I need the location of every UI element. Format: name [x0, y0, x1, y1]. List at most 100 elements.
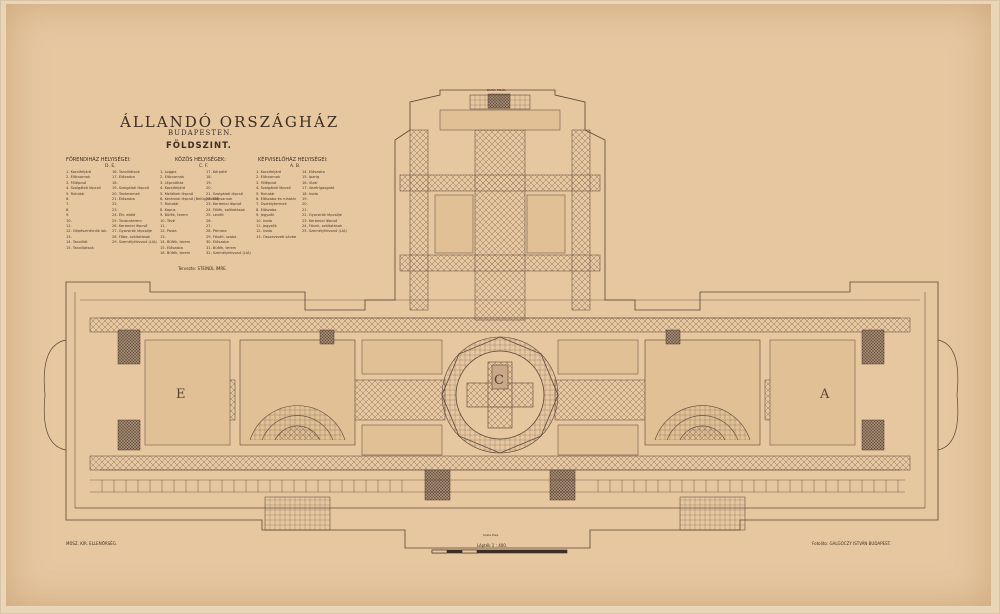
- legend-entry: 15. Iparig: [302, 175, 320, 180]
- legend-entry: 22. Gyorsirók lépcsője: [302, 213, 342, 218]
- legend-entry: 2. Előcsarnok: [160, 175, 185, 180]
- legend-entry: 11.: [66, 224, 73, 229]
- legend-entry: 20.: [302, 202, 309, 207]
- legend-entry: 4. Szolgálati lépcső: [256, 186, 291, 191]
- legend-entry: 27. Gyorsirók lépcsője: [112, 229, 152, 234]
- legend-entry: 1. Loggia: [160, 170, 177, 174]
- legend-entry: 20.: [206, 186, 213, 191]
- legend-entry: 12. Posta: [160, 229, 177, 234]
- legend-entry: 24. Fövek, szóltatások: [302, 224, 343, 229]
- legend-entry: 15. Előszoba: [160, 245, 183, 250]
- legend-entry: 4. Kocsifeljáró: [160, 186, 186, 191]
- legend-entry: 29. Fővált. szoba: [206, 234, 237, 239]
- plan-title: ÁLLANDÓ ORSZÁGHÁZ: [120, 113, 340, 131]
- legend-entry: 22.: [112, 202, 119, 207]
- wing-letter-a: A: [819, 387, 830, 402]
- legend-entry: 13. Osszevezeti sávbe: [256, 234, 297, 239]
- floor-label: FÖLDSZINT.: [166, 141, 232, 151]
- legend-entry: 15. Tanvillátsok: [66, 245, 94, 250]
- legend-entry: 27.: [206, 224, 213, 229]
- scale-top-label: Scale tiles: [483, 533, 499, 537]
- legend-entry: 14. Büfék, terem: [160, 240, 191, 245]
- legend-entry: 16. Büfék, terem: [160, 251, 191, 256]
- legend-entry: 21. Előszoba: [112, 197, 135, 202]
- legend-entry: 5. Mellékek lépcső: [160, 191, 194, 196]
- legend-upper-house-sub: D. E.: [105, 164, 116, 169]
- legend-entry: 14. Előszoba: [302, 170, 325, 174]
- legend-entry: 32. Személyfelvonó (LIA): [206, 251, 251, 256]
- legend-entry: 30. Előszoba: [206, 240, 229, 245]
- legend-entry: 2. Előcsarnok: [66, 175, 91, 180]
- bottom-right-caption: Fotolito: GALGÓCZY ISTVÁN BUDAPEST.: [812, 541, 891, 546]
- legend-entry: 24. Étt. ebéd: [112, 213, 136, 218]
- legend-entry: 3. Főlépcső: [256, 180, 277, 185]
- legend-entry: 8.: [66, 207, 71, 212]
- legend-entry: 19. Szolgálati lépcső: [112, 186, 149, 191]
- legend-entry: 28. Párnára: [206, 229, 227, 234]
- legend-entry: 23. Kerámiai lépcső: [206, 202, 242, 207]
- scale-bar: [431, 549, 568, 554]
- scale-label: Lépték 1 : 400.: [477, 543, 508, 548]
- legend-entry: 9. Büfék, terem: [160, 213, 188, 218]
- legend-entry: 26.: [206, 218, 213, 223]
- legend-entry: 5. Ruhatár: [256, 191, 275, 196]
- legend-entry: 8. Előszoba: [256, 207, 277, 212]
- legend-common-sub: C. F.: [199, 164, 209, 169]
- legend-entry: 9.: [66, 213, 71, 218]
- legend-entry: 1. Kocsifeljáró: [256, 170, 282, 174]
- legend-entry: 16. Tanvillátsok: [112, 170, 140, 174]
- legend-entry: 28. Főbe, szóltatások: [112, 234, 151, 239]
- legend-entry: 18. Iroda: [302, 191, 318, 196]
- wing-letter-c: C: [494, 373, 504, 388]
- legend-entry: 9. Jegyzők: [256, 213, 275, 218]
- legend-entry: 19.: [206, 180, 213, 185]
- legend-entry: 4. Szolgálati lépcső: [66, 186, 101, 191]
- legend-entry: 18.: [206, 175, 213, 180]
- legend-entry: 13.: [66, 234, 73, 239]
- legend-entry: 10.: [66, 218, 73, 223]
- legend-entry: 31. Büfék, terem: [206, 245, 237, 250]
- legend-entry: 3. Főlépcső: [66, 180, 87, 185]
- legend-entry: 8. Kapus: [160, 207, 176, 212]
- legend-entry: 23. Kerámiai lépcső: [302, 218, 338, 223]
- legend-entry: 21. Szolgálati lépcső: [206, 191, 243, 196]
- legend-entry: 11. Jegyzők: [256, 224, 277, 229]
- legend-entry: 19.: [302, 197, 309, 202]
- legend-entry: 12. Iroda: [256, 229, 272, 234]
- legend-entry: 14. Tanvillát: [66, 240, 88, 245]
- legend-entry: 5. Ruhatár: [66, 191, 85, 196]
- legend-entry: 20. Tanteremek: [112, 191, 140, 196]
- legend-common-header: KÖZÖS HELYISÉGEK:: [175, 157, 226, 163]
- legend-lower-house-sub: A. B.: [290, 164, 301, 169]
- legend-entry: 26. Kerámiai lépcső: [112, 224, 148, 229]
- legend-entry: 3. Lépcsőház: [160, 180, 184, 185]
- legend-entry: 11.: [160, 224, 167, 229]
- bottom-left-caption: MŰSZ. KIR. ELLENŐRSÉG.: [66, 541, 118, 546]
- legend-lower-house-header: KÉPVISELŐHÁZ HELYISÉGEI:: [258, 157, 328, 163]
- legend-entry: 23.: [112, 207, 119, 212]
- legend-entry: 17. Előszoba: [112, 175, 135, 180]
- legend-entry: 7. Osztálytermek: [256, 202, 287, 207]
- legend-entry: 25. Személyfelvonó (LIA): [302, 229, 347, 234]
- legend-entry: 24. Fölék, szóltatások: [206, 207, 245, 212]
- legend-entry: 7. Ruhatár: [160, 202, 179, 207]
- legend-entry: 10. Iroda: [256, 218, 272, 223]
- plan-subtitle: BUDAPESTEN.: [168, 129, 234, 137]
- legend-entry: 21.: [302, 207, 309, 212]
- legend-entry: 16. Vizdi: [302, 180, 318, 185]
- legend-entry: 7.: [66, 202, 71, 207]
- drawn-note: Tervezte: STEINDL IMRE.: [178, 266, 227, 271]
- legend-entry: 13.: [160, 234, 167, 239]
- wing-letter-e: E: [176, 387, 186, 402]
- legend-entry: 17. Vezérigazgató: [302, 186, 335, 191]
- legend-entry: 29. Személyfelvonó (LIA): [112, 240, 157, 245]
- legend-entry: 25. Tanácsterem: [112, 218, 142, 223]
- legend-entry: 6. Előszoba és ruhatár: [256, 197, 297, 202]
